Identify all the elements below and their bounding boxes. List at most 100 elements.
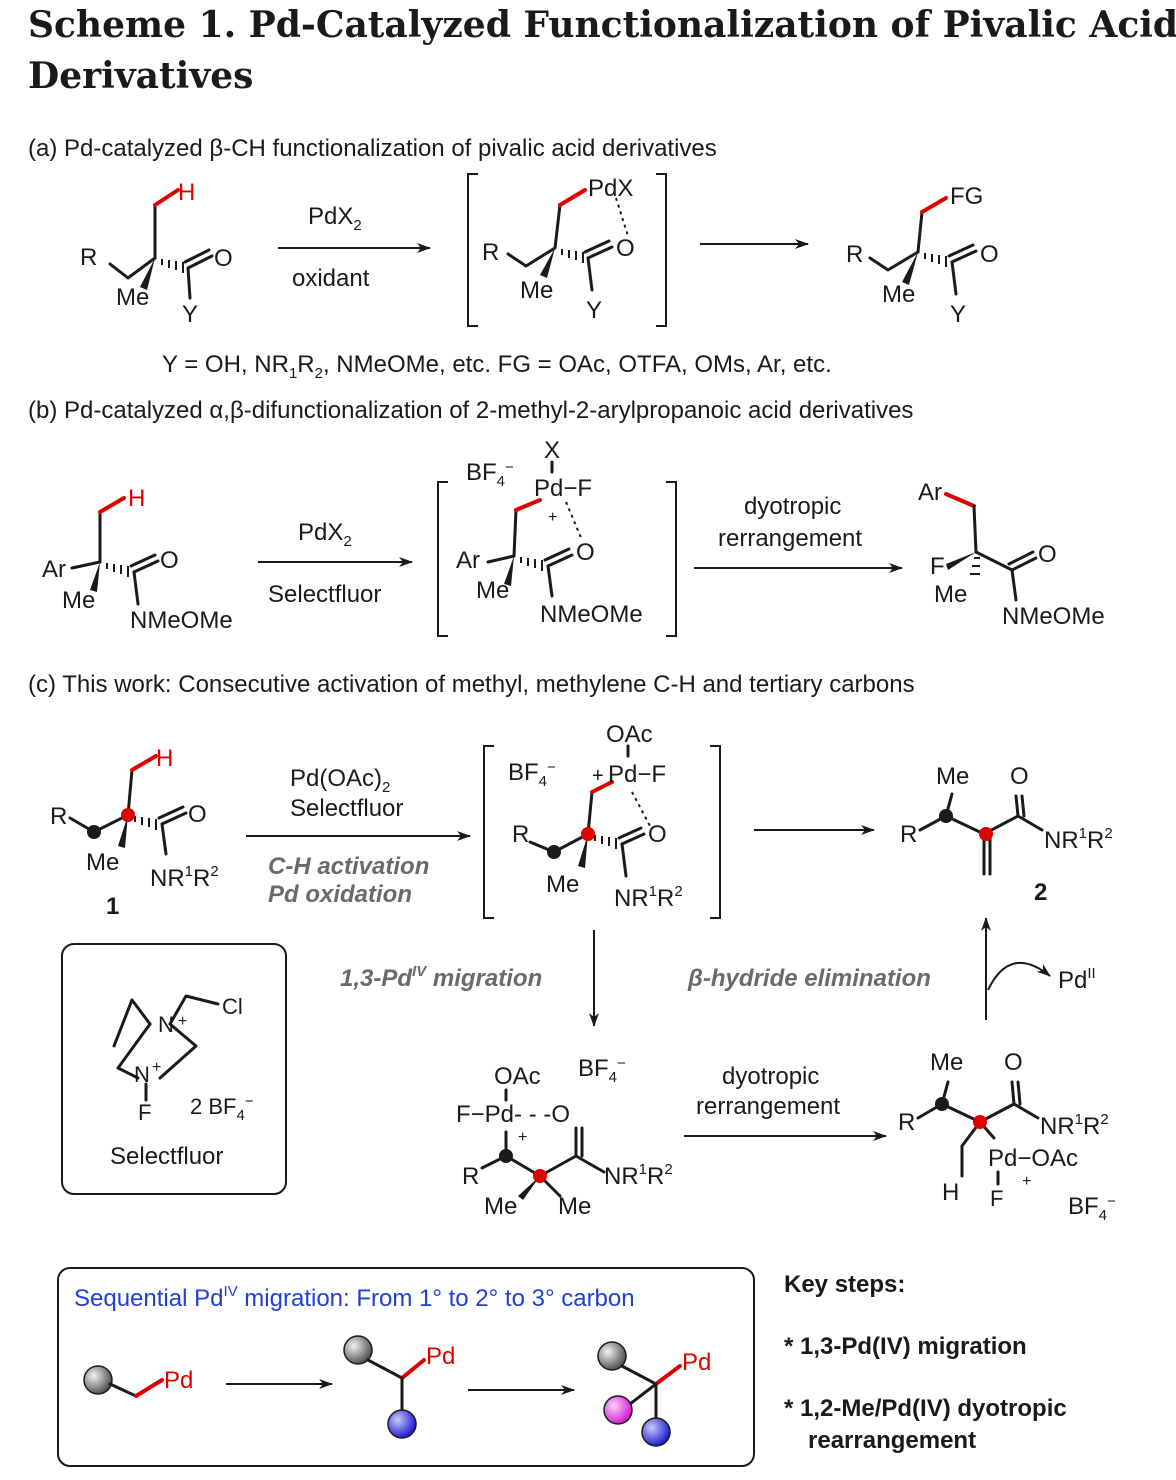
panel-a-int-y: Y (586, 297, 602, 324)
panel-c-migration-label: 1,3-PdIV migration (340, 963, 542, 992)
panel-b-int-amide: NMeOMe (540, 601, 643, 628)
panel-c-compound-1: H R Me O NR1R2 1 (50, 745, 219, 920)
panel-a-prod-o: O (980, 241, 999, 268)
panel-c-1-r: R (50, 803, 67, 830)
panel-c-reagent-1: Pd(OAc)2 (290, 765, 390, 796)
panel-a-intermediate: PdX R Me O Y (467, 173, 667, 327)
selectfluor-n2-plus: + (152, 1059, 161, 1076)
panel-c-dyotropic-line1: dyotropic (722, 1063, 819, 1090)
panel-c-rr-r: R (898, 1109, 915, 1136)
panel-b-o: O (160, 547, 179, 574)
panel-b-intermediate: BF4− X Pd−F + Ar Me O NMeOMe (437, 437, 677, 637)
sequential-box-title: Sequential PdIV migration: From 1° to 2°… (74, 1283, 635, 1312)
panel-c-int-oac: OAc (606, 721, 653, 748)
panel-c-low-fpdo: F−Pd- - -O (456, 1101, 570, 1128)
panel-a-pdx: PdX (588, 175, 633, 202)
panel-c-2-me: Me (936, 763, 969, 790)
panel-c-2-nr: NR1R2 (1044, 825, 1113, 854)
panel-c-low-r: R (462, 1163, 479, 1190)
panel-c-1-nr: NR1R2 (150, 863, 219, 892)
panel-a-r-group: R (80, 244, 97, 271)
key-step-2: * 1,2-Me/Pd(IV) dyotropic (784, 1395, 1067, 1422)
panel-b-me: Me (62, 587, 95, 614)
panel-b-bf4: BF4− (466, 459, 514, 490)
selectfluor-n2: N (134, 1062, 150, 1087)
selectfluor-f: F (138, 1100, 151, 1125)
panel-c-low-bf4: BF4− (578, 1055, 626, 1086)
compound-1-label: 1 (106, 893, 119, 920)
panel-b-heading: (b) Pd-catalyzed α,β-difunctionalization… (28, 397, 913, 424)
panel-c-int-r: R (512, 821, 529, 848)
panel-b-x: X (544, 437, 560, 464)
panel-c-int-o: O (648, 821, 667, 848)
panel-c-dyotropic-line2: rerrangement (696, 1093, 840, 1120)
panel-c-int-pdf: Pd−F (608, 761, 666, 788)
panel-c-rearranged-intermediate: Me O R NR1R2 Pd−OAc H F + BF4− (898, 1049, 1116, 1224)
panel-a-prod-me: Me (882, 281, 915, 308)
panel-c-low-oac: OAc (494, 1063, 541, 1090)
panel-a-heading: (a) Pd-catalyzed β-CH functionalization … (28, 135, 717, 162)
key-step-2-cont: rearrangement (808, 1427, 976, 1454)
panel-a-fg: FG (950, 183, 983, 210)
panel-a-h-atom: H (178, 179, 195, 206)
panel-c-1-o: O (188, 801, 207, 828)
panel-c-2-r: R (900, 821, 917, 848)
key-steps: Key steps: * 1,3-Pd(IV) migration * 1,2-… (784, 1271, 1067, 1454)
panel-a-prod-y: Y (950, 301, 966, 328)
panel-c-rr-plus: + (1022, 1173, 1031, 1190)
panel-c-rr-f: F (990, 1186, 1003, 1211)
panel-c-reagent-2: Selectfluor (290, 795, 403, 822)
panel-a-int-r: R (482, 239, 499, 266)
panel-b-int-o: O (576, 539, 595, 566)
panel-c-pd-release-arrow (987, 961, 1051, 991)
scheme-title-line1: Scheme 1. Pd-Catalyzed Functionalization… (28, 4, 1176, 46)
panel-b-prod-me: Me (934, 581, 967, 608)
compound-2-label: 2 (1034, 879, 1047, 906)
panel-c-elimination-label: β-hydride elimination (687, 965, 931, 992)
panel-c-int-nr: NR1R2 (614, 883, 683, 912)
sequential-pd-2: Pd (426, 1343, 455, 1370)
panel-c-pd-intermediate: OAc BF4− + Pd−F R Me O NR1R2 (483, 721, 721, 919)
panel-c-low-me1: Me (484, 1193, 517, 1220)
panel-a-footnote: Y = OH, NR1R2, NMeOMe, etc. FG = OAc, OT… (162, 351, 832, 382)
panel-c-2-o: O (1010, 763, 1029, 790)
panel-c-rr-me: Me (930, 1049, 963, 1076)
panel-b-reagent-top: PdX2 (298, 519, 352, 550)
panel-c-rr-bf4: BF4− (1068, 1193, 1116, 1224)
panel-c-1-me: Me (86, 849, 119, 876)
panel-c-int-me: Me (546, 871, 579, 898)
selectfluor-name: Selectfluor (110, 1143, 223, 1170)
panel-b-prod-o: O (1038, 541, 1057, 568)
panel-b-int-me: Me (476, 577, 509, 604)
panel-a-substrate: H R Me O Y (80, 179, 233, 328)
panel-b-int-ar: Ar (456, 547, 480, 574)
panel-a-reagent-bottom: oxidant (292, 265, 370, 292)
selectfluor-n1-plus: + (178, 1013, 187, 1030)
panel-a-o-atom: O (214, 245, 233, 272)
panel-a-int-o: O (616, 235, 635, 262)
sequential-pd-3: Pd (682, 1349, 711, 1376)
panel-a-product: FG R Me O Y (846, 183, 999, 328)
panel-c-pd-ii: PdII (1058, 965, 1096, 994)
panel-a-me-label: Me (116, 284, 149, 311)
scheme-title-line2: Derivatives (28, 55, 253, 97)
panel-b-h-atom: H (128, 485, 145, 512)
panel-a-y-group: Y (182, 301, 198, 328)
panel-c-step-pd-oxidation: Pd oxidation (268, 881, 412, 908)
selectfluor-counterion: 2 BF4− (190, 1093, 254, 1124)
key-steps-heading: Key steps: (784, 1271, 905, 1298)
panel-c-rr-h: H (942, 1179, 959, 1206)
panel-b-ar: Ar (42, 556, 66, 583)
panel-c-product-2: Me O R NR1R2 2 (900, 763, 1113, 906)
panel-b-reagent-bottom: Selectfluor (268, 581, 381, 608)
panel-c-low-plus: + (518, 1129, 527, 1146)
sequential-migration-box: Sequential PdIV migration: From 1° to 2°… (57, 1267, 755, 1467)
panel-b-plus: + (548, 509, 557, 526)
panel-c-1-h: H (156, 745, 173, 772)
selectfluor-structure-box: Cl N + N + F 2 BF4− Selectfluor (61, 943, 287, 1195)
panel-c-low-me2: Me (558, 1193, 591, 1220)
panel-c-low-nr: NR1R2 (604, 1161, 673, 1190)
panel-b-substrate: H Ar Me O NMeOMe (42, 485, 233, 634)
selectfluor-cl: Cl (222, 994, 243, 1019)
